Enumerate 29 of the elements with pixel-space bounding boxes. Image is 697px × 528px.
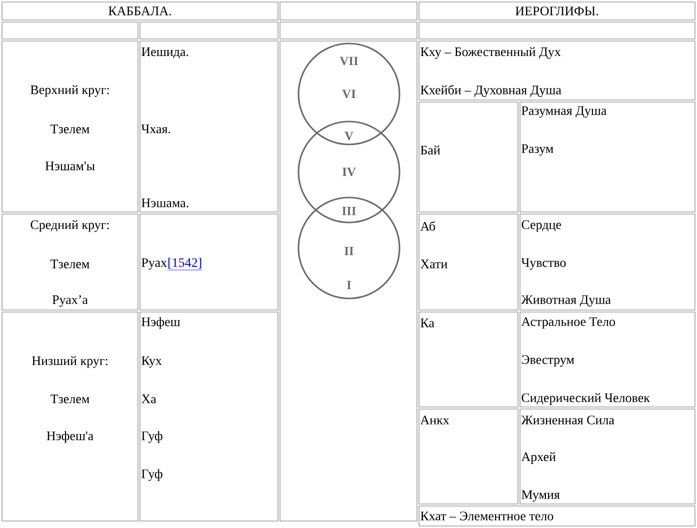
table-cell: Низший круг: Тзелем Нэфеш'а [2,312,138,522]
numeral: V [344,132,354,140]
table-cell: Астральное Тело Эвеструм Сидерический Человек [520,312,696,408]
label: Гуф [142,469,162,481]
label: Нэшама. [142,198,188,208]
table-cell: Аб Хати [418,214,518,310]
table-cell: КАББАЛА. [2,2,278,20]
table-cell: Руах[1542] [140,214,278,310]
label: Ха [141,394,156,404]
table-cell: Анкх [418,408,518,504]
table-cell: Разумная Душа Разум [520,102,696,212]
table-cell: Кху – Божественный Дух Кхейби – Духовная Душа [418,40,696,100]
table-cell: Жизненная Сила Архей Мумия [520,408,696,504]
table-cell: Сердце Чувство Животная Душа [520,214,696,310]
table-cell: Ка [418,312,518,408]
footnote-link: [1542] [167,258,202,270]
label: Гуф [142,431,162,443]
table-cell: Кхат – Элементное тело [418,506,696,526]
label: Кух [142,356,162,368]
table-cell: Верхний круг: Тзелем Нэшам'ы [2,40,138,212]
numeral: III [342,206,356,216]
table-cell: Иешида. Чхая. Нэшама. [140,40,278,212]
table-cell: Бай [418,102,518,212]
label: Иешида. [142,47,188,59]
label: Чхая. [141,124,170,134]
table-cell: Нэфеш Кух Ха Гуф Гуф [140,312,278,522]
label: Нэфеш [142,317,180,329]
table-cell: Средний круг: Тзелем Руах’а [2,214,138,310]
table-cell: ИЕРОГЛИФЫ. [418,2,696,20]
